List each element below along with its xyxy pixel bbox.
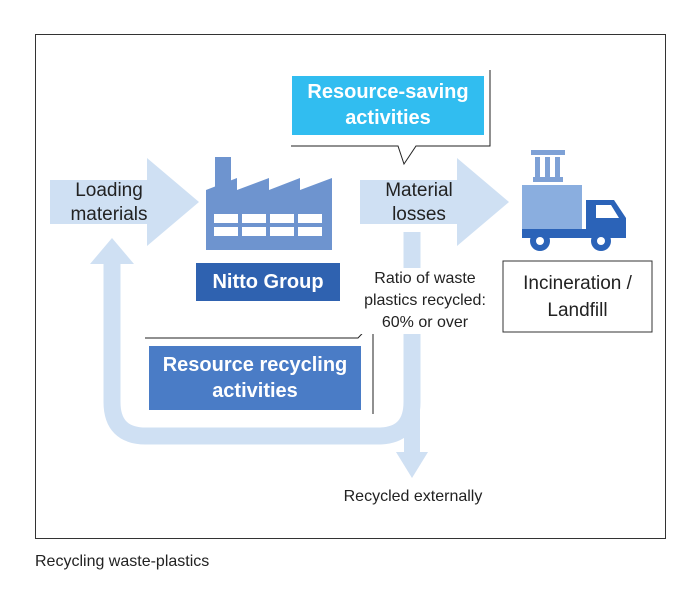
recycled-externally-label: Recycled externally	[343, 488, 483, 505]
truck-icon	[522, 150, 626, 251]
figure-caption: Recycling waste-plastics	[35, 553, 210, 570]
nitto-group-box: Nitto Group	[196, 263, 340, 301]
loading-materials-arrow	[50, 158, 199, 246]
external-recycle-arrowhead	[396, 452, 428, 478]
ratio-note: Ratio of waste plastics recycled: 60% or…	[356, 268, 494, 334]
diagram-frame	[35, 34, 666, 539]
incineration-landfill-box	[502, 260, 653, 333]
resource-recycling-box: Resource recycling activities	[149, 346, 361, 410]
material-losses-arrow	[360, 158, 509, 246]
recycle-loop-arrowhead	[90, 238, 134, 264]
loading-materials-label: Loading materials	[70, 180, 148, 225]
external-recycle-shaft	[404, 402, 420, 454]
factory-icon	[206, 157, 332, 250]
incineration-landfill-label: Incineration / Landfill	[523, 273, 632, 321]
material-losses-label: Material losses	[385, 180, 453, 225]
resource-saving-callout-border	[291, 70, 491, 166]
resource-saving-box: Resource-saving activities	[292, 76, 484, 135]
